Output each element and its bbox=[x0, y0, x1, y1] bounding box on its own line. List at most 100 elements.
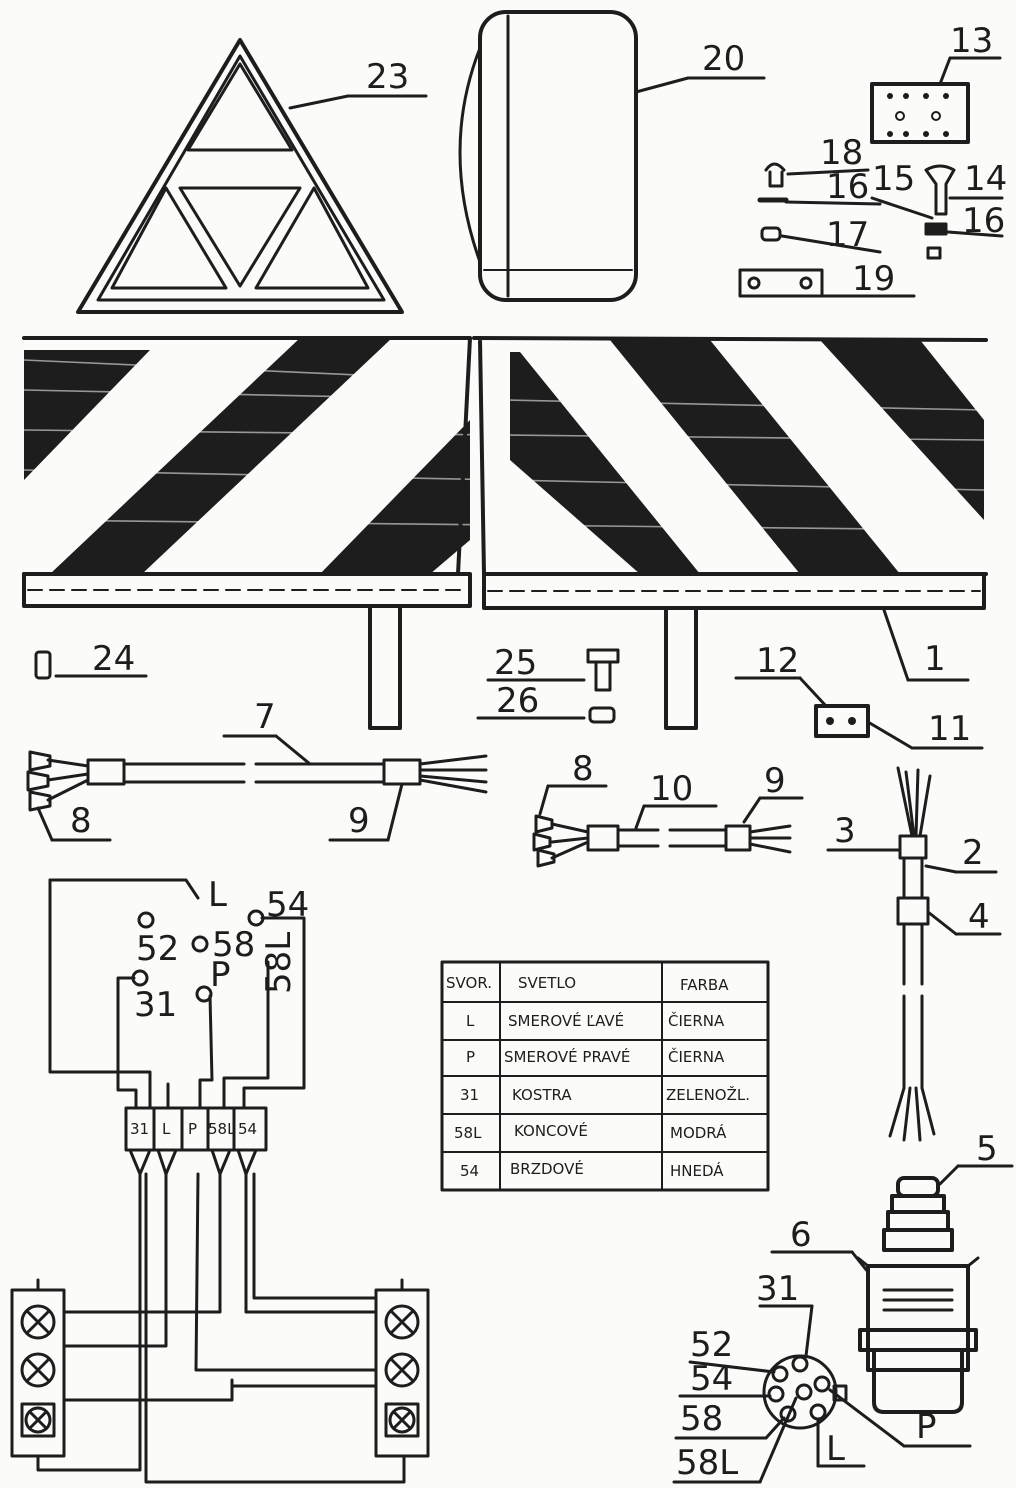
table-cell-r3c2: MODRÁ bbox=[670, 1123, 727, 1142]
callout-25: 25 bbox=[494, 643, 537, 683]
table-cell-r2c2: ZELENOŽL. bbox=[666, 1085, 750, 1104]
part-24 bbox=[34, 650, 52, 680]
callout-8b: 8 bbox=[572, 749, 594, 789]
table-cell-r3c1: KONCOVÉ bbox=[514, 1121, 588, 1140]
vertical-cable bbox=[888, 766, 936, 1142]
nut-26 bbox=[588, 706, 616, 724]
strip-terminal-5: 54 bbox=[238, 1120, 257, 1138]
leader-s58L bbox=[758, 1396, 798, 1484]
clip-11-12 bbox=[814, 704, 870, 738]
table-header-svetlo: SVETLO bbox=[518, 974, 576, 992]
socket-label-P: P bbox=[916, 1407, 937, 1447]
cable-7 bbox=[26, 750, 488, 812]
table-cell-r2c0: 31 bbox=[460, 1086, 479, 1104]
callout-10: 10 bbox=[650, 769, 693, 809]
switch-terminal-L: L bbox=[208, 875, 227, 915]
leader-9a bbox=[386, 782, 404, 842]
socket-label-58: 58 bbox=[680, 1399, 723, 1439]
table-cell-r0c1: SMEROVÉ ĽAVÉ bbox=[508, 1011, 624, 1030]
switch-terminal-31: 31 bbox=[134, 985, 177, 1025]
switch-terminal-52: 52 bbox=[136, 929, 179, 969]
leader-15 bbox=[870, 196, 934, 220]
warning-triangle bbox=[76, 38, 404, 314]
switch-terminal-54: 54 bbox=[266, 885, 309, 925]
trailer-plug bbox=[856, 1176, 980, 1414]
stripe-hatching bbox=[23, 359, 985, 531]
small-hardware bbox=[738, 162, 956, 298]
table-cell-r2c1: KOSTRA bbox=[512, 1086, 572, 1104]
socket-label-31: 31 bbox=[756, 1269, 799, 1309]
table-header-svor: SVOR. bbox=[446, 974, 492, 992]
leader-6 bbox=[850, 1250, 870, 1274]
callout-19: 19 bbox=[852, 259, 895, 299]
table-cell-r4c0: 54 bbox=[460, 1162, 479, 1180]
socket-label-58L: 58L bbox=[676, 1443, 738, 1483]
leader-12 bbox=[798, 676, 828, 708]
callout-6: 6 bbox=[790, 1215, 812, 1255]
strip-terminal-1: 31 bbox=[130, 1120, 149, 1138]
callout-5: 5 bbox=[976, 1129, 998, 1169]
leader-16b bbox=[946, 230, 1004, 238]
callout-15: 15 bbox=[872, 159, 915, 199]
cable-10 bbox=[532, 814, 792, 868]
table-cell-r4c1: BRZDOVÉ bbox=[510, 1159, 584, 1178]
leader-8b bbox=[538, 784, 550, 816]
leader-18 bbox=[786, 168, 870, 176]
table-cell-r1c2: ČIERNA bbox=[668, 1047, 725, 1066]
leader-16a bbox=[784, 200, 882, 206]
mounting-plate bbox=[870, 82, 970, 144]
strip-terminal-2: L bbox=[162, 1120, 171, 1138]
wiring-table: SVOR. SVETLO FARBA L SMEROVÉ ĽAVÉ ČIERNA… bbox=[440, 960, 770, 1192]
leader-8a bbox=[36, 806, 54, 842]
leader-13 bbox=[938, 56, 952, 86]
callout-20: 20 bbox=[702, 39, 745, 79]
warning-board bbox=[22, 336, 988, 730]
table-header-farba: FARBA bbox=[680, 976, 729, 994]
strip-terminal-4: 58L bbox=[208, 1120, 236, 1138]
callout-4: 4 bbox=[968, 897, 990, 937]
callout-2: 2 bbox=[962, 833, 984, 873]
leader-s31 bbox=[804, 1304, 814, 1358]
table-cell-r0c2: ČIERNA bbox=[668, 1011, 725, 1030]
callout-9b: 9 bbox=[764, 761, 786, 801]
callout-24: 24 bbox=[92, 639, 135, 679]
callout-3: 3 bbox=[834, 811, 856, 851]
leader-s58 bbox=[764, 1416, 786, 1440]
socket-label-54: 54 bbox=[690, 1359, 733, 1399]
socket-pinout bbox=[762, 1354, 848, 1430]
leader-7 bbox=[274, 734, 312, 766]
leader-10 bbox=[634, 804, 646, 830]
leader-s52 bbox=[688, 1360, 776, 1374]
callout-26: 26 bbox=[496, 681, 539, 721]
callout-9a: 9 bbox=[348, 801, 370, 841]
table-cell-r0c0: L bbox=[466, 1012, 475, 1030]
callout-11: 11 bbox=[928, 709, 971, 749]
callout-8a: 8 bbox=[70, 801, 92, 841]
callout-18: 18 bbox=[820, 133, 863, 173]
callout-14: 14 bbox=[964, 159, 1007, 199]
callout-23: 23 bbox=[366, 57, 409, 97]
callout-13: 13 bbox=[950, 21, 993, 61]
leader-17 bbox=[780, 234, 882, 254]
leader-5 bbox=[938, 1164, 960, 1186]
leader-23 bbox=[288, 94, 350, 110]
callout-1: 1 bbox=[924, 639, 946, 679]
callout-16a: 16 bbox=[826, 167, 869, 207]
leader-9b bbox=[742, 796, 762, 824]
leader-11 bbox=[866, 720, 914, 750]
callout-12: 12 bbox=[756, 641, 799, 681]
tail-lamp bbox=[458, 10, 638, 302]
table-cell-r4c2: HNEDÁ bbox=[670, 1161, 724, 1180]
bolt-25 bbox=[586, 648, 620, 692]
socket-label-52: 52 bbox=[690, 1325, 733, 1365]
socket-label-L: L bbox=[826, 1429, 845, 1469]
switch-terminal-58: 58 bbox=[212, 925, 255, 965]
leader-2 bbox=[924, 864, 958, 874]
callout-16b: 16 bbox=[962, 201, 1005, 241]
wiring-schematic bbox=[10, 878, 430, 1484]
switch-terminal-58L: 58L bbox=[259, 932, 299, 994]
callout-7: 7 bbox=[254, 697, 276, 737]
strip-terminal-3: P bbox=[188, 1120, 197, 1138]
